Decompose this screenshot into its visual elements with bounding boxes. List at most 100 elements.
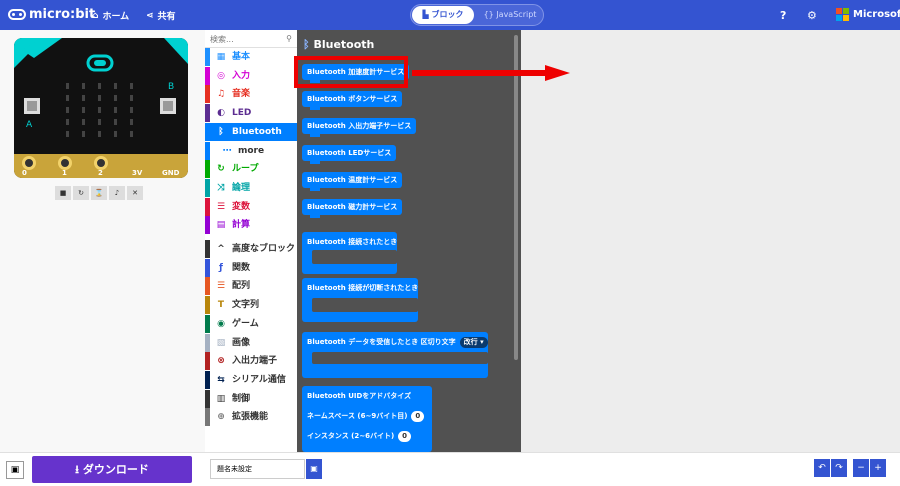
pin-1[interactable]	[58, 156, 72, 170]
toolbox-category-label: 関数	[232, 262, 251, 273]
toolbox-category-1[interactable]: ◎入力	[205, 66, 297, 85]
block-label: Bluetooth 接続されたとき	[307, 238, 398, 246]
toolbox-search[interactable]: 検索...⚲	[205, 30, 297, 48]
toolbox-category-10[interactable]: ^高度なブロック	[205, 240, 297, 258]
microbit-logo-icon	[8, 9, 26, 20]
fullscreen-icon[interactable]: ✕	[127, 186, 143, 200]
toolbox-category-14[interactable]: ◉ ゲーム	[205, 314, 297, 333]
download-label: ダウンロード	[82, 463, 149, 476]
block-led-service[interactable]: Bluetooth LEDサービス	[302, 145, 397, 164]
toolbox-category-8[interactable]: ☰変数	[205, 197, 297, 216]
label-b: B	[168, 82, 175, 92]
pin-label-0: 0	[22, 169, 27, 177]
block-label: Bluetooth LEDサービス	[307, 149, 392, 157]
javascript-tab[interactable]: {} JavaScript	[477, 6, 543, 24]
delimiter-dropdown[interactable]: 改行 ▾	[459, 337, 488, 348]
share-label: 共有	[157, 12, 176, 22]
toolbox-category-16[interactable]: ⊗入出力端子	[205, 352, 297, 371]
button-b[interactable]	[160, 98, 176, 114]
block-on-connected[interactable]: Bluetooth 接続されたとき	[302, 232, 397, 274]
download-button[interactable]: ⭳ ダウンロード	[32, 456, 192, 483]
braces-icon: {}	[483, 10, 497, 19]
toolbox-category-7[interactable]: ⤨論理	[205, 178, 297, 197]
instance-input[interactable]: 0	[398, 431, 412, 442]
game-icon: ◉	[217, 318, 225, 329]
zoom-out-icon[interactable]: −	[853, 459, 869, 477]
toolbox-category-18[interactable]: ▥制御	[205, 389, 297, 408]
block-button-service[interactable]: Bluetooth ボタンサービス	[302, 91, 403, 110]
undo-icon[interactable]: ↶	[814, 459, 830, 477]
pin-label-2: 2	[98, 169, 103, 177]
pin-2[interactable]	[94, 156, 108, 170]
pin-0[interactable]	[22, 156, 36, 170]
toolbox-category-3[interactable]: ◐LED	[205, 104, 297, 123]
zoom-in-icon[interactable]: +	[870, 459, 886, 477]
blocks-tab[interactable]: ▙ ブロック	[412, 6, 474, 24]
text-icon: T	[217, 300, 225, 311]
home-icon: ⌂	[92, 10, 99, 21]
slowmo-icon[interactable]: ⌛	[91, 186, 107, 200]
microsoft-link[interactable]: Microsoft	[836, 8, 900, 21]
block-label: Bluetooth ボタンサービス	[307, 95, 398, 103]
toggle-icon: ◐	[217, 108, 225, 119]
board-decor	[14, 38, 188, 72]
toolbox-category-17[interactable]: ⇆シリアル通信	[205, 370, 297, 389]
block-magnetometer-service[interactable]: Bluetooth 磁力計サービス	[302, 199, 403, 218]
block-label: Bluetooth 入出力端子サービス	[307, 122, 412, 130]
project-name-input[interactable]: 題名未設定	[210, 459, 305, 479]
block-temperature-service[interactable]: Bluetooth 温度計サービス	[302, 172, 403, 191]
toolbox-category-9[interactable]: ▤計算	[205, 216, 297, 235]
highlight-box	[294, 56, 408, 88]
toolbox-category-19[interactable]: ⊕拡張機能	[205, 408, 297, 427]
block-advertise-uid[interactable]: Bluetooth UIDをアドバタイズ ネームスペース (6~9バイト目)0 …	[302, 386, 432, 452]
button-a[interactable]	[24, 98, 40, 114]
toolbox-category-label: 高度なブロック	[232, 244, 296, 254]
flyout-scrollbar[interactable]	[514, 35, 518, 360]
toolbox-category-label: ゲーム	[232, 318, 259, 329]
block-label: インスタンス (2~6バイト)	[307, 432, 395, 440]
toolbox-category-5[interactable]: ⋯more	[205, 141, 297, 160]
toolbox-category-0[interactable]: ▦基本	[205, 48, 297, 66]
block-on-data-received[interactable]: Bluetooth データを受信したとき 区切り文字改行 ▾	[302, 332, 488, 378]
microbit-logo[interactable]: micro:bit	[8, 7, 95, 22]
toolbox-category-label: 制御	[232, 393, 251, 404]
pin-label-1: 1	[62, 169, 67, 177]
toolbox-category-label: 文字列	[232, 300, 260, 311]
home-button[interactable]: ⌂ホーム	[92, 9, 130, 23]
toolbox-category-label: 画像	[232, 337, 251, 348]
bluetooth-flyout: ᛒ Bluetooth Bluetooth 加速度計サービス Bluetooth…	[297, 30, 521, 452]
block-slot	[312, 250, 397, 264]
label-a: A	[26, 120, 33, 130]
home-label: ホーム	[102, 12, 130, 22]
toolbox-category-2[interactable]: ♫音楽	[205, 85, 297, 104]
share-button[interactable]: ⋖共有	[146, 9, 176, 23]
toolbox-category-6[interactable]: ↻ループ	[205, 160, 297, 179]
restart-icon[interactable]: ↻	[73, 186, 89, 200]
brand-label: micro:bit	[29, 7, 96, 22]
toolbox-category-15[interactable]: ▧画像	[205, 333, 297, 352]
stop-icon[interactable]: ■	[55, 186, 71, 200]
save-icon[interactable]: ▣	[306, 459, 322, 479]
toolbox-category-12[interactable]: ☰ 配列	[205, 277, 297, 296]
block-io-pin-service[interactable]: Bluetooth 入出力端子サービス	[302, 118, 417, 137]
help-icon[interactable]: ?	[780, 9, 787, 22]
toolbox-category-11[interactable]: ƒ 関数	[205, 258, 297, 277]
toolbox-category-13[interactable]: T 文字列	[205, 296, 297, 315]
block-accelerometer-service[interactable]: Bluetooth 加速度計サービス	[302, 64, 410, 83]
sound-icon[interactable]: ♪	[109, 186, 125, 200]
function-icon: ƒ	[219, 262, 223, 273]
toolbox-category-label: 配列	[232, 281, 251, 292]
toolbox-category-label: 入力	[232, 70, 251, 81]
pin-label-3v: 3V	[132, 169, 143, 177]
bluetooth-icon: ᛒ	[303, 38, 310, 51]
block-on-disconnected[interactable]: Bluetooth 接続が切断されたとき	[302, 278, 418, 322]
microbit-board[interactable]: A B 0 1 2 3V GND	[14, 38, 188, 178]
list-icon: ☰	[216, 281, 226, 292]
sim-toggle-icon[interactable]: ▣	[6, 461, 24, 479]
js-label: JavaScript	[496, 10, 537, 19]
redo-icon[interactable]: ↷	[831, 459, 847, 477]
namespace-input[interactable]: 0	[411, 411, 425, 422]
settings-icon[interactable]: ⚙	[807, 9, 817, 22]
